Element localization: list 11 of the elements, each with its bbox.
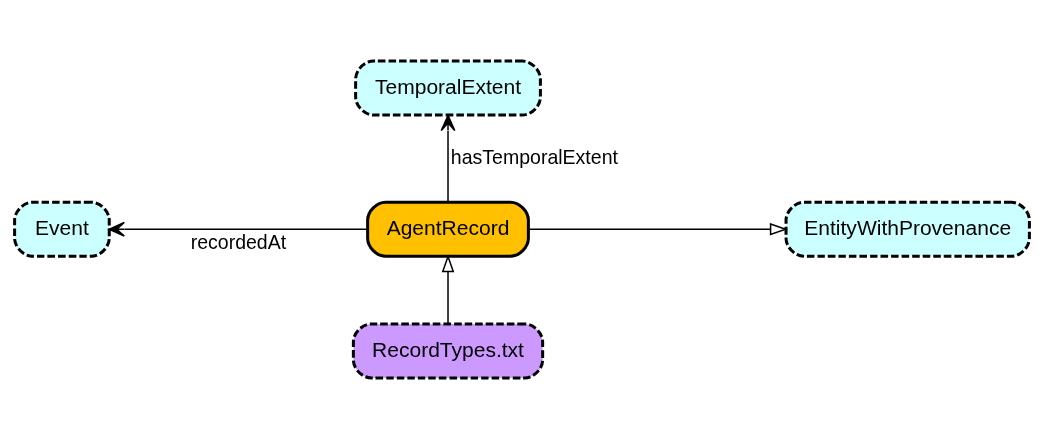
arrow	[440, 114, 456, 203]
node-box: RecordTypes.txt	[351, 322, 545, 380]
node-box: AgentRecord	[366, 200, 530, 258]
node-box: Event	[13, 200, 111, 258]
edge-label: recordedAt	[190, 231, 287, 254]
node-box: EntityWithProvenance	[784, 200, 1031, 258]
arrow	[441, 254, 455, 325]
arrow	[528, 222, 788, 236]
node-box: TemporalExtent	[354, 59, 542, 117]
arrow	[108, 221, 369, 237]
edge-label: hasTemporalExtent	[450, 145, 618, 168]
